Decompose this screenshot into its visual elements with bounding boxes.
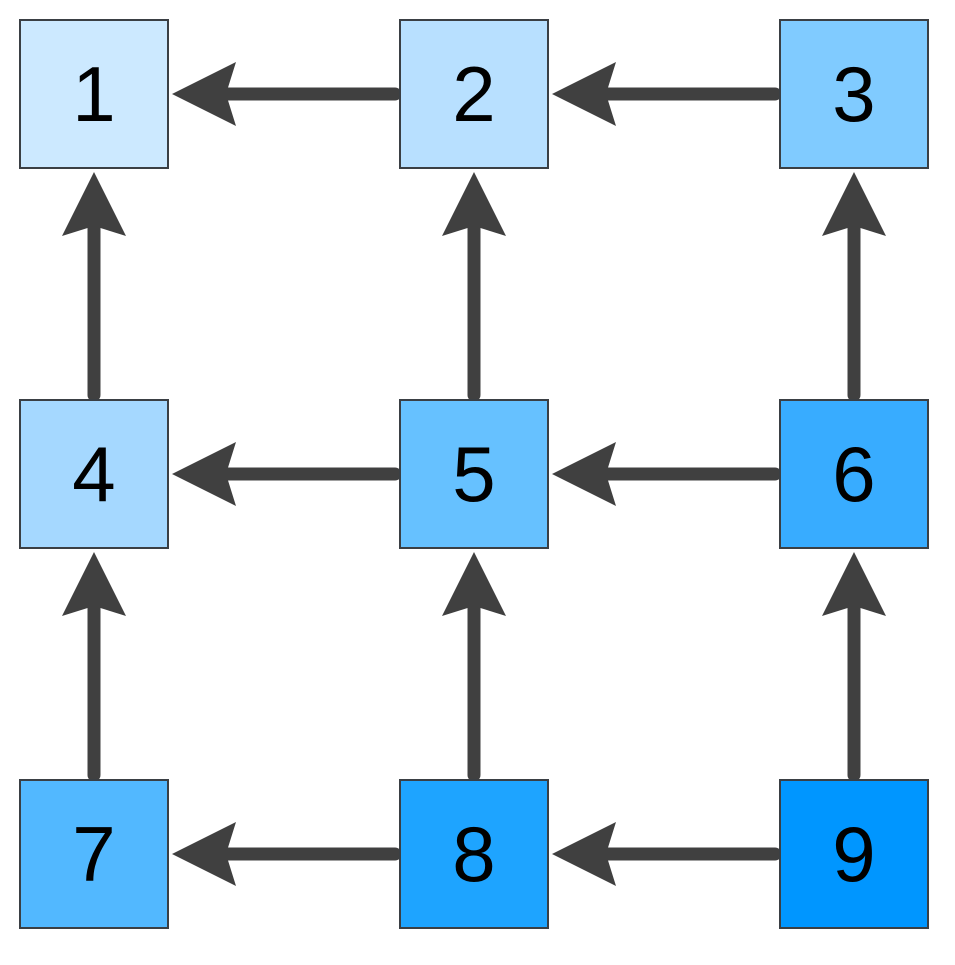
node-3: 3 [779, 19, 929, 169]
arrowhead-icon [442, 552, 506, 616]
node-label-3: 3 [832, 50, 876, 138]
edge-4-to-1 [62, 172, 126, 402]
node-1: 1 [19, 19, 169, 169]
arrowhead-icon [552, 442, 616, 506]
node-7: 7 [19, 779, 169, 929]
node-label-4: 4 [72, 430, 116, 518]
node-label-8: 8 [452, 810, 496, 898]
edges-group [62, 62, 886, 886]
edge-7-to-4 [62, 552, 126, 782]
arrowhead-icon [172, 442, 236, 506]
edge-6-to-5 [552, 442, 782, 506]
edge-8-to-7 [172, 822, 402, 886]
node-9: 9 [779, 779, 929, 929]
edge-5-to-2 [442, 172, 506, 402]
node-label-9: 9 [832, 810, 876, 898]
node-6: 6 [779, 399, 929, 549]
edge-6-to-3 [822, 172, 886, 402]
node-label-5: 5 [452, 430, 496, 518]
arrowhead-icon [822, 172, 886, 236]
arrowhead-icon [62, 552, 126, 616]
edge-8-to-5 [442, 552, 506, 782]
arrowhead-icon [552, 822, 616, 886]
node-5: 5 [399, 399, 549, 549]
edge-3-to-2 [552, 62, 782, 126]
arrowhead-icon [822, 552, 886, 616]
edge-2-to-1 [172, 62, 402, 126]
node-4: 4 [19, 399, 169, 549]
edge-9-to-8 [552, 822, 782, 886]
node-label-7: 7 [72, 810, 116, 898]
edge-5-to-4 [172, 442, 402, 506]
node-label-1: 1 [72, 50, 116, 138]
node-label-6: 6 [832, 430, 876, 518]
node-8: 8 [399, 779, 549, 929]
arrowhead-icon [442, 172, 506, 236]
edge-9-to-6 [822, 552, 886, 782]
arrowhead-icon [62, 172, 126, 236]
arrowhead-icon [552, 62, 616, 126]
node-label-2: 2 [452, 50, 496, 138]
arrowhead-icon [172, 822, 236, 886]
node-2: 2 [399, 19, 549, 169]
arrowhead-icon [172, 62, 236, 126]
